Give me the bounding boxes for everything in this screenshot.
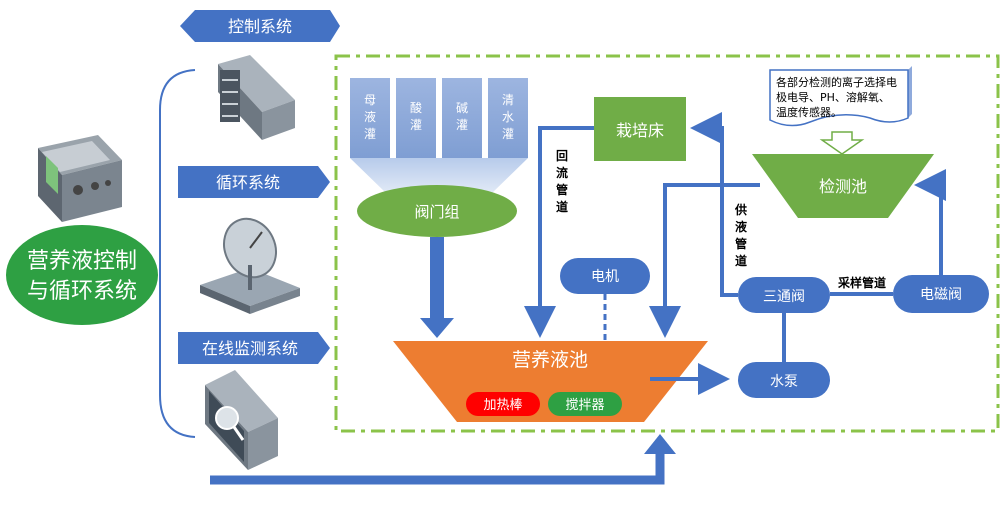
- server-icon: [218, 55, 295, 140]
- bracket: [159, 69, 196, 438]
- main-title-line1: 营养液控制: [27, 249, 137, 274]
- tank-clean-water-char1: 清: [502, 93, 514, 107]
- subsystem-label-monitoring: 在线监测系统: [202, 339, 298, 358]
- pump-node: [738, 362, 830, 398]
- supply-pipe-char1: 供: [734, 202, 747, 217]
- subsystem-label-control: 控制系统: [228, 17, 292, 36]
- motor-node: [560, 258, 650, 294]
- callout-line1: 各部分检测的离子选择电: [776, 75, 897, 89]
- sampling-pipe-label: 采样管道: [837, 275, 886, 290]
- instrument-icon: [38, 135, 122, 222]
- stirrer-node: [548, 392, 622, 416]
- main-title-line2: 与循环系统: [27, 279, 137, 304]
- tank-clean-water: [488, 78, 528, 158]
- three-way-valve-label: 三通阀: [763, 289, 805, 305]
- stirrer-label: 搅拌器: [565, 397, 604, 413]
- detection-pool-label: 检测池: [819, 177, 867, 196]
- pump-label: 水泵: [770, 374, 798, 390]
- return-pipe-char4: 道: [556, 199, 568, 214]
- detection-to-pool-line: [649, 183, 760, 338]
- return-pipe-char1: 回: [556, 149, 568, 163]
- three-way-valve-node: [738, 277, 830, 313]
- subsystem-banner-monitoring: [178, 332, 330, 364]
- monitoring-link-arrowhead: [644, 434, 676, 454]
- subsystem-banner-control: [180, 10, 340, 42]
- detection-pool-node: [752, 154, 934, 218]
- tank-acid-char2: 灌: [410, 118, 422, 132]
- motor-label: 电机: [591, 269, 619, 285]
- cultivation-bed-node: [594, 97, 686, 161]
- solenoid-valve-label: 电磁阀: [920, 287, 962, 303]
- tank-alkali-char1: 碱: [456, 101, 468, 115]
- supply-pipe-line: [690, 112, 738, 297]
- subsystem-label-circulation: 循环系统: [216, 173, 280, 192]
- callout-arrow: [819, 131, 865, 155]
- tank-acid-char1: 酸: [410, 100, 422, 115]
- subsystem-banner-circulation: [178, 166, 330, 198]
- tank-mother-liquor-char3: 灌: [364, 127, 376, 141]
- supply-pipe-char4: 道: [735, 253, 747, 268]
- callout-line3: 温度传感器。: [776, 105, 842, 119]
- sensor-callout: [769, 66, 912, 127]
- tank-funnel: [350, 158, 528, 195]
- heater-node: [466, 392, 540, 416]
- valve-to-pool-arrowhead: [420, 318, 454, 338]
- return-pipe-line: [524, 126, 594, 338]
- tank-mother-liquor-char1: 母: [364, 93, 376, 107]
- nutrient-pool-label: 营养液池: [512, 349, 588, 371]
- supply-pipe-char2: 液: [735, 219, 747, 234]
- magnifier-icon: [205, 370, 278, 470]
- tank-clean-water-char3: 灌: [502, 127, 514, 141]
- main-title-ellipse: [6, 225, 158, 325]
- tank-mother-liquor-char2: 液: [364, 109, 376, 124]
- supply-pipe-char3: 管: [735, 236, 747, 251]
- tank-mother-liquor: [350, 78, 390, 158]
- satellite-dish-icon: [200, 217, 300, 314]
- return-pipe-char3: 管: [556, 182, 568, 197]
- tank-alkali-char2: 灌: [456, 118, 468, 132]
- solenoid-valve-node: [893, 275, 989, 313]
- valve-group-node: [357, 185, 517, 237]
- tank-alkali: [442, 78, 482, 158]
- valve-group-label: 阀门组: [414, 203, 459, 221]
- callout-line2: 极电导、PH、溶解氧、: [776, 90, 890, 104]
- valve-to-pool-shaft: [430, 237, 444, 319]
- return-pipe-char2: 流: [556, 165, 568, 180]
- monitoring-link-arrow: [210, 452, 665, 485]
- solenoid-to-detection-line: [914, 169, 946, 275]
- heater-label: 加热棒: [483, 398, 522, 413]
- cultivation-bed-label: 栽培床: [616, 121, 664, 140]
- tank-clean-water-char2: 水: [502, 110, 514, 124]
- tank-acid: [396, 78, 436, 158]
